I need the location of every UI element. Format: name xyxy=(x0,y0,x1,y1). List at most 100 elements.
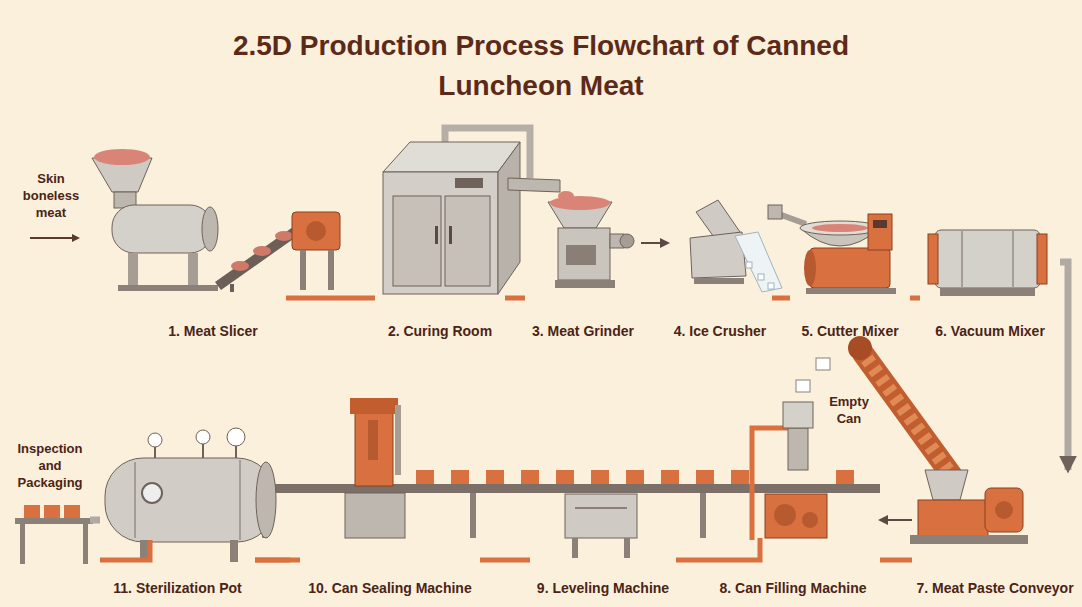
machine-label: 4. Ice Crusher xyxy=(668,322,772,340)
flow-connector xyxy=(910,296,920,301)
door xyxy=(393,196,441,286)
empty-can xyxy=(816,358,830,370)
leg xyxy=(572,538,578,558)
base xyxy=(910,535,1028,544)
machine-node: 4. Ice Crusher xyxy=(668,140,772,340)
can xyxy=(24,505,40,518)
title: 2.5D Production Process Flowchart of Can… xyxy=(231,26,851,106)
filler-body xyxy=(765,494,827,538)
table-top xyxy=(15,518,93,524)
can xyxy=(451,470,469,484)
can xyxy=(836,470,854,484)
annotation-label: Skin boneless meat xyxy=(16,170,86,221)
ice xyxy=(768,283,774,289)
base xyxy=(940,288,1035,296)
filler-column xyxy=(788,428,808,470)
machine-label: 9. Leveling Machine xyxy=(530,579,676,597)
drum-cap xyxy=(928,234,938,284)
panel xyxy=(455,178,483,188)
drum-band xyxy=(1012,230,1014,288)
ice xyxy=(758,274,764,280)
mixer-head xyxy=(768,205,782,219)
machine-node: 1. Meat Slicer xyxy=(140,140,286,340)
leg xyxy=(624,538,630,558)
machine-node: 2. Curing Room xyxy=(375,140,505,340)
paste-hopper xyxy=(925,470,968,500)
flow-connector xyxy=(286,296,375,301)
ice xyxy=(746,262,752,268)
screw-cap xyxy=(848,336,872,360)
annotation-label: Empty Can xyxy=(818,393,880,427)
meat xyxy=(253,246,271,256)
pot-body xyxy=(105,458,275,542)
input-arrow xyxy=(30,237,72,239)
leg xyxy=(470,493,476,538)
can xyxy=(556,470,574,484)
leveling-box xyxy=(565,494,637,538)
flow-connector xyxy=(90,517,100,524)
drum-band xyxy=(961,230,963,288)
table-leg xyxy=(83,524,88,564)
meat xyxy=(94,149,150,165)
machine-label: 2. Curing Room xyxy=(375,322,505,340)
can xyxy=(626,470,644,484)
filler-tank xyxy=(783,402,813,428)
screen xyxy=(873,220,887,228)
pot-end xyxy=(256,462,276,538)
machine-label: 5. Cutter Mixer xyxy=(790,322,910,340)
input-arrow-head xyxy=(72,234,80,242)
machine-label: 3. Meat Grinder xyxy=(525,322,641,340)
leg xyxy=(300,250,306,290)
panel-line xyxy=(575,507,627,509)
base xyxy=(555,280,615,288)
mixer-body xyxy=(810,248,890,288)
seam xyxy=(134,462,136,538)
empty-can xyxy=(796,380,810,392)
can xyxy=(731,470,749,484)
room-front xyxy=(383,172,498,294)
machine-node: 6. Vacuum Mixer xyxy=(920,140,1060,340)
window xyxy=(566,245,596,265)
machine-label: 8. Can Filling Machine xyxy=(706,579,880,597)
porthole xyxy=(142,483,162,503)
slicer-body xyxy=(112,205,212,253)
flow-connector xyxy=(772,296,790,301)
conveyor-belt xyxy=(240,484,880,493)
gear xyxy=(306,221,326,241)
seam xyxy=(239,460,241,540)
machine-node: 10. Can Sealing Machine xyxy=(300,395,480,597)
flow-connector xyxy=(676,558,706,563)
machine-node: 8. Can Filling Machine xyxy=(706,420,880,597)
flow-connector xyxy=(255,558,300,563)
leg xyxy=(128,253,138,287)
gauge xyxy=(196,430,210,444)
room-top xyxy=(383,142,520,172)
sealer-post xyxy=(395,405,401,475)
meat xyxy=(231,261,249,271)
sealer-head xyxy=(350,398,398,414)
chute xyxy=(508,178,560,192)
machine-label: 10. Can Sealing Machine xyxy=(300,579,480,597)
gear xyxy=(802,512,818,528)
leg xyxy=(230,284,234,292)
machine-node: 3. Meat Grinder xyxy=(525,140,641,340)
machine-label: 6. Vacuum Mixer xyxy=(920,322,1060,340)
control-box xyxy=(868,214,892,250)
outlet-plate xyxy=(620,234,634,248)
can xyxy=(486,470,504,484)
machine-node: Inspection and Packaging xyxy=(10,440,90,570)
sealer-slot xyxy=(368,420,378,460)
table-leg xyxy=(20,524,25,564)
machine-node: 11. Sterilization Pot xyxy=(100,425,255,597)
flow-connector xyxy=(1060,262,1068,470)
leg xyxy=(188,253,198,287)
door xyxy=(445,196,490,286)
leg xyxy=(700,493,706,538)
screw-spiral xyxy=(862,352,955,480)
leg xyxy=(230,540,238,562)
pipe xyxy=(100,540,150,560)
sealer-base xyxy=(345,493,405,538)
meat xyxy=(550,196,610,210)
gear-box xyxy=(292,212,340,250)
slicer-cap xyxy=(202,207,218,251)
